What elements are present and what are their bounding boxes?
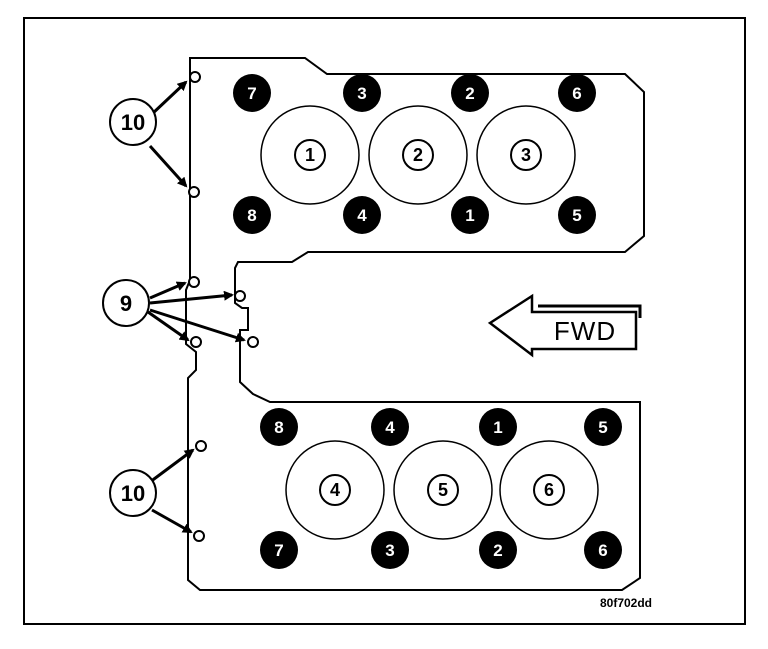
small-bolt-hole <box>195 440 207 452</box>
small-bolt-hole <box>247 336 259 348</box>
bolt-sequence-label: 1 <box>465 206 474 225</box>
cylinder-number-circle <box>294 139 326 171</box>
callout-circle <box>109 98 157 146</box>
cylinder-bore <box>260 105 360 205</box>
head-bolt <box>558 196 596 234</box>
bolt-sequence-label: 4 <box>357 206 367 225</box>
callout-lower: 10 <box>109 448 195 534</box>
head-bolt <box>343 196 381 234</box>
bolt-sequence-label: 3 <box>385 541 394 560</box>
callout-arrow <box>150 80 188 116</box>
callout-label: 9 <box>120 291 132 316</box>
gasket-outline <box>185 57 645 591</box>
bolt-sequence-label: 8 <box>247 206 256 225</box>
head-bolt <box>558 74 596 112</box>
small-bolt-hole <box>234 290 246 302</box>
head-bolt <box>371 531 409 569</box>
figure-id: 80f702dd <box>600 596 652 610</box>
cylinder-number-circle <box>533 474 565 506</box>
callout-arrow <box>149 448 195 484</box>
upper-bank: 1 2 3 7 3 2 6 8 4 1 5 <box>233 74 596 234</box>
forward-direction: FWD <box>487 293 642 358</box>
cylinder-label: 3 <box>521 145 531 165</box>
head-bolt <box>584 531 622 569</box>
small-bolt-hole <box>188 276 200 288</box>
callout-circle <box>109 469 157 517</box>
callout-arrow <box>151 508 193 534</box>
diagram-frame <box>23 17 746 625</box>
left-arrow-icon <box>487 293 638 358</box>
callout-upper: 10 <box>109 80 188 188</box>
cylinder-number-circle <box>319 474 351 506</box>
head-bolt <box>451 74 489 112</box>
bolt-sequence-label: 6 <box>572 84 581 103</box>
arrow-shadow <box>538 304 642 318</box>
cylinder-label: 5 <box>438 480 448 500</box>
small-bolt-hole <box>193 530 205 542</box>
small-bolt-hole <box>189 71 201 83</box>
head-bolt <box>260 531 298 569</box>
bolt-sequence-label: 6 <box>598 541 607 560</box>
bolt-sequence-label: 1 <box>493 418 502 437</box>
bolt-sequence-label: 2 <box>465 84 474 103</box>
head-bolt <box>479 408 517 446</box>
lower-bank: 4 5 6 8 4 1 5 7 3 2 6 <box>260 408 622 569</box>
cylinder-bore <box>285 440 385 540</box>
bolt-sequence-label: 5 <box>572 206 581 225</box>
bolt-sequence-label: 2 <box>493 541 502 560</box>
head-bolt <box>451 196 489 234</box>
callout-label: 10 <box>121 481 145 506</box>
callout-arrow <box>149 308 246 343</box>
callout-arrow <box>147 310 190 342</box>
cylinder-number-circle <box>510 139 542 171</box>
cylinder-number-circle <box>402 139 434 171</box>
head-bolt <box>260 408 298 446</box>
cylinder-bore <box>393 440 493 540</box>
cylinder-number-circle <box>427 474 459 506</box>
small-bolt-hole <box>188 186 200 198</box>
bolt-sequence-label: 3 <box>357 84 366 103</box>
callout-middle: 9 <box>102 279 246 343</box>
cylinder-label: 1 <box>305 145 315 165</box>
cylinder-label: 2 <box>413 145 423 165</box>
callout-label: 10 <box>121 110 145 135</box>
callout-arrow <box>149 281 187 300</box>
bolt-sequence-label: 4 <box>385 418 395 437</box>
cylinder-bore <box>476 105 576 205</box>
small-fasteners <box>188 71 259 542</box>
callout-arrow <box>148 144 188 188</box>
cylinder-bore <box>499 440 599 540</box>
head-bolt <box>233 74 271 112</box>
head-bolt <box>343 74 381 112</box>
callout-circle <box>102 279 150 327</box>
head-bolt <box>479 531 517 569</box>
head-bolt <box>584 408 622 446</box>
head-bolt <box>233 196 271 234</box>
bolt-sequence-label: 8 <box>274 418 283 437</box>
cylinder-bore <box>368 105 468 205</box>
small-bolt-hole <box>190 336 202 348</box>
cylinder-label: 4 <box>330 480 340 500</box>
cylinder-label: 6 <box>544 480 554 500</box>
head-bolt <box>371 408 409 446</box>
bolt-sequence-label: 7 <box>247 84 256 103</box>
bolt-sequence-label: 7 <box>274 541 283 560</box>
bolt-sequence-label: 5 <box>598 418 607 437</box>
callout-arrow <box>149 290 234 305</box>
fwd-label: FWD <box>554 316 616 346</box>
